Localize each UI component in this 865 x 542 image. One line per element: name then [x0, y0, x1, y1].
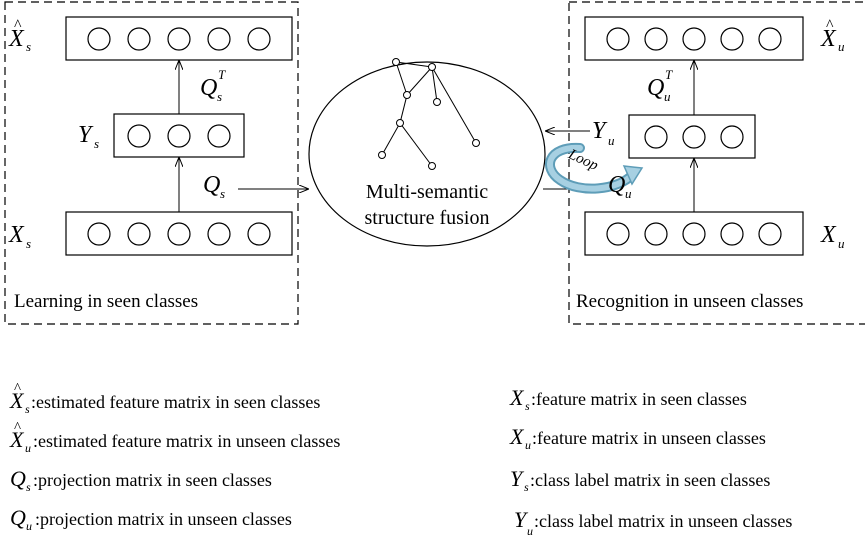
- svg-text:s: s: [220, 186, 225, 201]
- right-bottom-node-row: [584, 211, 804, 256]
- svg-text:s: s: [26, 39, 31, 54]
- qu-symbol: Q u: [608, 172, 632, 201]
- right-panel: [568, 1, 865, 325]
- svg-text:^: ^: [826, 17, 834, 34]
- svg-text:u: u: [608, 133, 615, 148]
- svg-text:X: X: [9, 427, 25, 452]
- svg-text:Y: Y: [514, 507, 529, 532]
- left-top-node-row: [65, 16, 293, 61]
- xs-symbol: X s: [8, 222, 31, 251]
- legend-q-u: Q u :projection matrix in unseen classes: [10, 505, 292, 533]
- left-bottom-node-row: [65, 211, 293, 256]
- qs-transpose-symbol: Q T s: [200, 67, 226, 104]
- left-panel: [4, 1, 299, 325]
- svg-text::feature matrix in seen classe: :feature matrix in seen classes: [531, 389, 747, 409]
- svg-text:u: u: [625, 186, 632, 201]
- svg-text:X: X: [9, 388, 25, 413]
- ys-symbol: Y s: [78, 122, 99, 151]
- right-middle-node-row: [628, 114, 756, 159]
- svg-text:u: u: [664, 89, 671, 104]
- svg-text:u: u: [26, 519, 32, 533]
- legend-xhat-s: X ^ s :estimated feature matrix in seen …: [9, 381, 320, 416]
- svg-text:^: ^: [14, 381, 21, 397]
- svg-text:^: ^: [14, 420, 21, 436]
- right-panel-caption: Recognition in unseen classes: [576, 291, 803, 312]
- svg-text:Q: Q: [10, 505, 26, 530]
- svg-text:s: s: [94, 136, 99, 151]
- xhat-s-symbol: X ^ s: [8, 17, 31, 54]
- loop-label: Loop: [565, 146, 601, 174]
- svg-text::estimated feature matrix in s: :estimated feature matrix in seen classe…: [31, 392, 320, 412]
- svg-text:T: T: [218, 67, 226, 82]
- qs-symbol: Q s: [203, 172, 225, 201]
- svg-text::feature matrix in unseen clas: :feature matrix in unseen classes: [532, 428, 766, 448]
- svg-text:u: u: [838, 236, 845, 251]
- xhat-u-symbol: X ^ u: [820, 17, 845, 54]
- structure-graph-icon: [378, 58, 480, 170]
- loop-arrow-icon: [545, 142, 644, 194]
- legend-q-s: Q s :projection matrix in seen classes: [10, 466, 272, 494]
- svg-text:X: X: [8, 222, 25, 248]
- legend-xhat-u: X ^ u :estimated feature matrix in unsee…: [9, 420, 340, 455]
- fusion-label-line1: Multi-semantic: [366, 181, 488, 203]
- svg-text::estimated feature matrix in u: :estimated feature matrix in unseen clas…: [33, 431, 340, 451]
- svg-text:X: X: [8, 26, 25, 52]
- yu-symbol: Y u: [592, 118, 615, 148]
- qu-transpose-symbol: Q T u: [647, 67, 673, 104]
- fusion-label-line2: structure fusion: [365, 207, 490, 229]
- svg-text:X: X: [820, 26, 837, 52]
- right-top-node-row: [584, 16, 804, 61]
- left-middle-node-row: [113, 113, 245, 158]
- svg-text::projection matrix in seen cla: :projection matrix in seen classes: [33, 470, 272, 490]
- fusion-ellipse: [308, 61, 546, 247]
- svg-text:Q: Q: [647, 75, 664, 101]
- legend-x-s: X s :feature matrix in seen classes: [509, 385, 747, 413]
- svg-text:u: u: [838, 39, 845, 54]
- left-panel-caption: Learning in seen classes: [14, 291, 198, 312]
- xu-symbol: X u: [820, 222, 845, 251]
- svg-text:s: s: [525, 399, 530, 413]
- svg-text:Q: Q: [200, 75, 217, 101]
- svg-text::class label matrix in seen cl: :class label matrix in seen classes: [530, 470, 770, 490]
- legend-x-u: X u :feature matrix in unseen classes: [509, 424, 766, 452]
- svg-text:s: s: [217, 89, 222, 104]
- svg-text:T: T: [665, 67, 673, 82]
- svg-text:Q: Q: [608, 172, 625, 198]
- svg-text:X: X: [820, 222, 837, 248]
- svg-text:X: X: [509, 424, 525, 449]
- svg-text:u: u: [25, 441, 31, 455]
- svg-text::class label matrix in unseen: :class label matrix in unseen classes: [534, 511, 792, 531]
- svg-text:s: s: [26, 236, 31, 251]
- legend-y-s: Y s :class label matrix in seen classes: [510, 466, 770, 494]
- svg-text:Y: Y: [592, 118, 608, 144]
- svg-text:Q: Q: [10, 466, 26, 491]
- svg-text:Q: Q: [203, 172, 220, 198]
- svg-text:Y: Y: [78, 122, 94, 148]
- svg-text:Y: Y: [510, 466, 525, 491]
- svg-text:s: s: [26, 480, 31, 494]
- svg-text:s: s: [25, 402, 30, 416]
- svg-text:X: X: [509, 385, 525, 410]
- svg-text:u: u: [527, 524, 533, 538]
- svg-text:s: s: [524, 480, 529, 494]
- legend-y-u: Y u :class label matrix in unseen classe…: [514, 507, 792, 538]
- svg-text::projection matrix in unseen c: :projection matrix in unseen classes: [35, 509, 292, 529]
- svg-text:u: u: [525, 438, 531, 452]
- svg-text:^: ^: [14, 17, 22, 34]
